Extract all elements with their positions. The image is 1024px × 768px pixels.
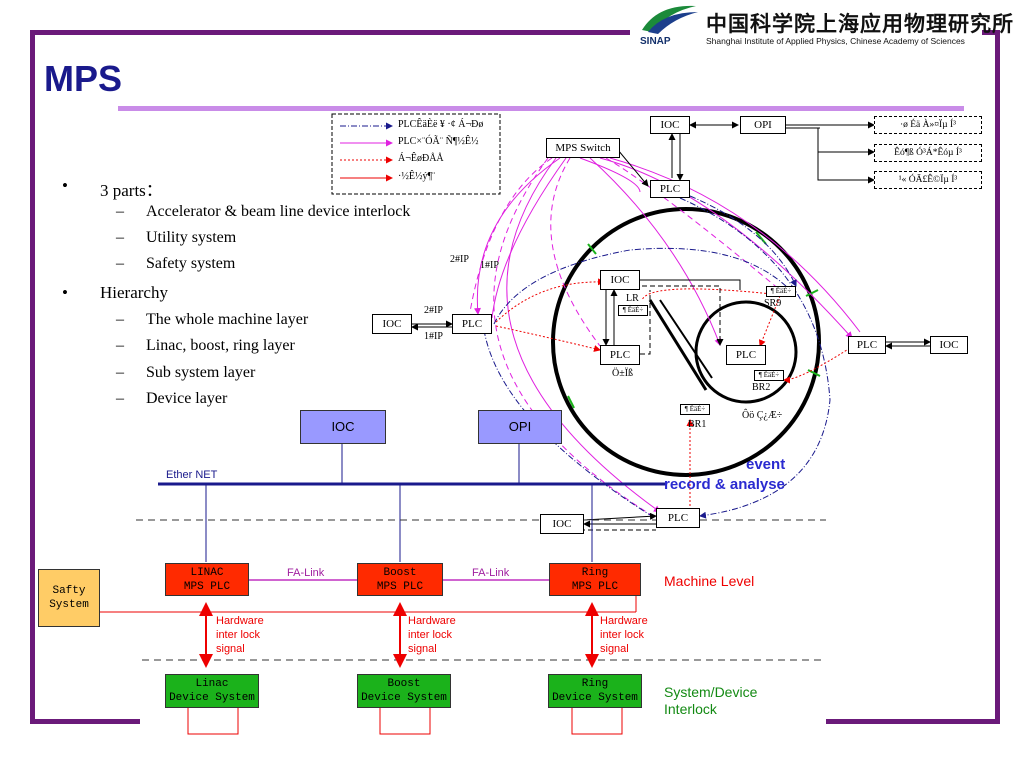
note-utility: ¹« ÓÃ£Ê©Ïµ Í³: [874, 171, 982, 189]
ip1-label-left: 1#IP: [424, 331, 443, 342]
title-rule: [118, 106, 964, 111]
boost-plc-line1: Boost: [383, 567, 417, 579]
ioc-hier-box: IOC: [300, 410, 386, 444]
frame-top-right: [982, 30, 1000, 35]
linac-plc-line2: MPS PLC: [183, 581, 231, 593]
tag-sr9: ¶ ÊäÈ÷: [766, 286, 796, 297]
boost-mps-plc: Boost MPS PLC: [357, 563, 443, 596]
bullet-dot: •: [62, 176, 68, 195]
linac-mps-plc: LINAC MPS PLC: [165, 563, 249, 596]
sub-item: Device layer: [146, 390, 228, 407]
tag-br2: ¶ ÊäÈ÷: [754, 370, 784, 381]
sub-item: The whole machine layer: [146, 311, 309, 328]
booster-cn-label: Ôö Ç¿Æ÷: [742, 410, 783, 421]
ioc-top-box: IOC: [650, 116, 690, 134]
safety-system-box: Safty System: [38, 569, 100, 627]
ioc-inner-box: IOC: [600, 270, 640, 290]
lr-label: LR: [626, 293, 639, 304]
ioc-left-box: IOC: [372, 314, 412, 334]
fa-link-2: FA-Link: [472, 567, 510, 579]
linac-line: [648, 299, 708, 391]
frame-top: [30, 30, 630, 35]
dash: –: [116, 203, 124, 220]
legend-text-4: ·½Ê½ý¶¨: [398, 171, 436, 182]
safety-line1: Safty: [52, 585, 86, 597]
dash: –: [116, 255, 124, 272]
plc-top-box: PLC: [650, 180, 690, 198]
booster-ring: [694, 300, 798, 404]
dash: –: [116, 229, 124, 246]
ring-plc-line1: Ring: [581, 567, 609, 579]
safety-line2: System: [49, 599, 89, 611]
plc-linac-box: PLC: [600, 345, 640, 365]
tag-br1: ¶ ÊäÈ÷: [680, 404, 710, 415]
frame-bottom-left: [30, 719, 140, 724]
legend-box: [331, 113, 501, 195]
br1-label: BR1: [688, 419, 707, 430]
frame-left: [30, 30, 35, 724]
legend-text-3: Á¬ÊøÐÅÅ: [398, 153, 444, 164]
bullet-3parts: 3 parts：: [100, 181, 163, 200]
ip1-label: 1#IP: [480, 260, 499, 271]
sub-item: Accelerator & beam line device interlock: [146, 203, 411, 220]
event-label-2: record & analyse: [664, 476, 785, 493]
opi-hier-box: OPI: [478, 410, 562, 444]
plc-right-box: PLC: [848, 336, 886, 354]
logo-en: Shanghai Institute of Applied Physics, C…: [706, 36, 965, 46]
logo-cn: 中国科学院上海应用物理研究所: [706, 11, 1014, 36]
note-radiation: ·ø Éä À»¤Ïµ Í³: [874, 116, 982, 134]
ioc-right-box: IOC: [930, 336, 968, 354]
dash: –: [116, 337, 124, 354]
dash: –: [116, 364, 124, 381]
sub-item: Sub system layer: [146, 364, 256, 381]
linac-cn-label: Ö±Ïß: [612, 368, 634, 379]
event-label-1: event: [746, 456, 786, 473]
transfer-line: [659, 299, 713, 379]
ioc-bottom-box: IOC: [540, 514, 584, 534]
ip2-label: 2#IP: [450, 254, 469, 265]
ethernet-label: Ether NET: [166, 469, 218, 481]
legend-text-2: PLC×¨ÓÃ¨ Ñ¶½Ê½: [398, 136, 479, 147]
dash: –: [116, 311, 124, 328]
sub-item: Linac, boost, ring layer: [146, 337, 295, 354]
ip2-label-left: 2#IP: [424, 305, 443, 316]
linac-plc-line1: LINAC: [190, 567, 224, 579]
plc-bottom-box: PLC: [656, 508, 700, 528]
opi-top-box: OPI: [740, 116, 786, 134]
sr9-label: SR9: [764, 298, 782, 309]
legend-text-1: PLCÊäÈë ¥ ·¢ Á¬Ðø: [398, 119, 484, 130]
bullet-dot: •: [62, 283, 68, 302]
ring-plc-line2: MPS PLC: [571, 581, 619, 593]
plc-left-box: PLC: [452, 314, 492, 334]
frame-right: [995, 30, 1000, 724]
sub-item: Utility system: [146, 229, 237, 246]
frame-bottom-right: [826, 719, 1000, 724]
logo-abbr: SINAP: [640, 36, 671, 47]
fa-link-1: FA-Link: [287, 567, 325, 579]
sub-item: Safety system: [146, 255, 236, 272]
mps-switch-box: MPS Switch: [546, 138, 620, 158]
plc-booster-box: PLC: [726, 345, 766, 365]
note-system: Êó¶ß Ó³Á*Êóµ Í³: [874, 144, 982, 162]
boost-plc-line2: MPS PLC: [376, 581, 424, 593]
page-title: MPS: [44, 58, 123, 99]
tag-lr: ¶ ÊäÈ÷: [618, 305, 648, 316]
sinap-logo-icon: [642, 5, 698, 34]
ring-mps-plc: Ring MPS PLC: [549, 563, 641, 596]
bullet-hierarchy: Hierarchy: [100, 283, 168, 302]
machine-level-label: Machine Level: [664, 573, 755, 589]
dash: –: [116, 390, 124, 407]
br2-label: BR2: [752, 382, 771, 393]
